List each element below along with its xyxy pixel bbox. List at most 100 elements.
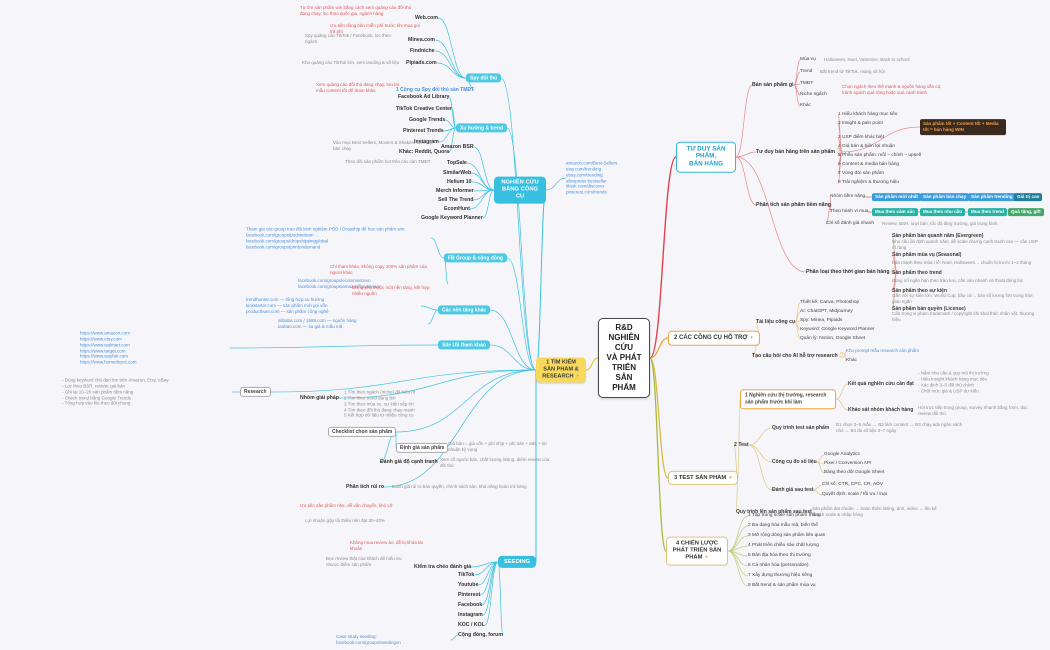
item-evergreen[interactable]: Sản phẩm bán quanh năm (Evergreen)	[892, 233, 983, 239]
topic-nghien-cuu-truoc-test[interactable]: 1 Nghiên cứu thị trường, research sản ph…	[740, 389, 836, 409]
item-usp[interactable]: 3 USP điểm khác biệt	[838, 135, 884, 141]
topic-research[interactable]: Research	[240, 386, 271, 398]
item-khac[interactable]: Khác	[800, 103, 811, 109]
item-ket-qua-nghien-cuu[interactable]: Kết quả nghiên cứu cần đạt	[848, 381, 914, 387]
group-nhom-tiem-nang[interactable]: Nhóm tiềm năng	[830, 194, 865, 200]
item-quyet-dinh[interactable]: Quyết định: scale / tối ưu / loại	[822, 492, 887, 498]
badge-ban-chay[interactable]: Sản phẩm bán chạy	[920, 193, 970, 201]
branch-chien-luoc[interactable]: 4 CHIẾN LƯỢC PHÁT TRIỂN SẢN PHẨM✦	[666, 536, 728, 566]
item-danh-gia-sau-test[interactable]: Đánh giá sau test	[772, 487, 813, 493]
tool-keyword-planner[interactable]: Google Keyword Planner	[421, 215, 483, 222]
tool-facebook-ad-library[interactable]: Facebook Ad Library	[398, 94, 449, 101]
tool-helium10[interactable]: Helium 10	[447, 179, 472, 186]
topic-xu-huong-trend[interactable]: Xu hướng & trend	[456, 123, 508, 133]
topic-len-san-pham-sau-test[interactable]: Quy trình lên sản phẩm sau test	[736, 509, 812, 515]
tool-google-trends[interactable]: Google Trends	[409, 117, 445, 124]
item-insight[interactable]: 2 Insight & pain point	[838, 121, 883, 127]
tool-pipiads[interactable]: Pipiads.com	[406, 60, 437, 67]
item-thiet-ke[interactable]: Thiết kế: Canva, Photoshop	[800, 300, 859, 306]
tool-pixel[interactable]: Pixel / Conversion API	[824, 461, 871, 467]
item-tmdt[interactable]: TMĐT	[800, 81, 813, 87]
tool-sheet[interactable]: Bảng theo dõi Google Sheet	[824, 470, 884, 476]
tool-merch-informer[interactable]: Merch Informer	[436, 188, 474, 195]
group-chi-so-nhanh[interactable]: Chỉ số đánh giá nhanh	[826, 221, 874, 227]
topic-spy-doi-thu[interactable]: Spy đối thủ	[466, 73, 502, 83]
topic-phan-tich-rui-ro[interactable]: Phân tích rủi ro	[346, 484, 384, 491]
tool-analytics[interactable]: Google Analytics	[824, 452, 860, 458]
tool-sell-the-trend[interactable]: Sell The Trend	[438, 197, 473, 204]
link-cong-cu-spy[interactable]: 1 Công cụ Spy đối thủ sàn TMĐT	[396, 87, 474, 93]
branch-test-san-pham[interactable]: 3 TEST SẢN PHẨM✦	[668, 470, 739, 486]
item-da-dang-hoa[interactable]: 2 Đa dạng hóa mẫu mã, biến thể	[748, 523, 818, 529]
topic-phan-tich-tiem-nang[interactable]: Phân tích sản phẩm tiềm năng	[756, 202, 831, 209]
item-thuong-hieu-rieng[interactable]: 7 Xây dựng thương hiệu riêng	[748, 573, 812, 579]
item-chi-so-test[interactable]: Chỉ số: CTR, CPC, CR, AOV	[822, 482, 883, 488]
item-ai[interactable]: AI: ChatGPT, Midjourney	[800, 309, 853, 315]
item-gia-ban[interactable]: 4 Giá bán & biên lợi nhuận	[838, 144, 895, 150]
link-case-study-seeding[interactable]: Case study seeding: facebook.com/groups/…	[336, 634, 451, 646]
badge-gia-tri-cao[interactable]: Giá trị cao	[1014, 193, 1043, 201]
item-cong-cu-do[interactable]: Công cụ đo số liệu	[772, 459, 817, 465]
links-fb-groups-2[interactable]: facebook.com/groups/ecommercevn facebook…	[298, 278, 448, 290]
topic-dinh-gia[interactable]: Định giá sản phẩm	[396, 442, 449, 454]
topic-nhom-giai-phap[interactable]: Nhóm giải pháp	[300, 395, 339, 402]
item-pheu[interactable]: 5 Phễu sản phẩm: mồi – chính – upsell	[838, 153, 921, 159]
topic-checklist[interactable]: Checklist chọn sản phẩm	[328, 426, 397, 438]
branch-tu-duy-san-pham[interactable]: TƯ DUY SẢN PHẨM, BÁN HÀNG	[676, 141, 736, 173]
tool-similarweb[interactable]: SimilarWeb	[443, 170, 471, 177]
seeding-pinterest[interactable]: Pinterest	[458, 592, 480, 599]
tool-tiktok-creative-center[interactable]: TikTok Creative Center	[396, 106, 452, 113]
item-seasonal[interactable]: Sản phẩm mùa vụ (Seasonal)	[892, 252, 961, 258]
badge-theo-trend[interactable]: Mua theo trend	[968, 208, 1007, 216]
badge-qua-tang[interactable]: Quà tặng, gift	[1008, 208, 1044, 216]
topic-nen-tang-khac[interactable]: Các nền tảng khác	[438, 305, 491, 315]
item-spy[interactable]: Spy: Minea, Pipiads	[800, 318, 842, 324]
badge-san-pham-moi[interactable]: Sản phẩm mới nhất	[872, 193, 921, 201]
links-marketplace[interactable]: amazon.com/Best-Sellers etsy.com/trendin…	[566, 160, 628, 195]
item-license[interactable]: Sản phẩm bản quyền (License)	[892, 306, 966, 312]
tool-ecomhunt[interactable]: EcomHunt	[444, 206, 470, 213]
topic-site-us[interactable]: Site US tham khảo	[438, 340, 490, 350]
topic-seeding[interactable]: SEEDING	[498, 555, 537, 569]
item-niche[interactable]: Niche ngách	[800, 92, 827, 98]
item-content-media[interactable]: 6 Content & media bán hàng	[838, 162, 899, 168]
branch-tim-kiem-san-pham[interactable]: 1 TÌM KIẾM SẢN PHẨM & RESEARCH✦	[536, 357, 586, 383]
topic-test[interactable]: 2 Test	[734, 442, 749, 449]
tool-amazon-bsr[interactable]: Amazon BSR	[441, 144, 474, 151]
links-site-us[interactable]: https://www.amazon.com https://www.etsy.…	[80, 330, 230, 365]
tool-khac[interactable]: Khác: Reddit, Quora	[399, 149, 449, 156]
seeding-koc-kol[interactable]: KOC / KOL	[458, 622, 485, 629]
seeding-tiktok[interactable]: TikTok	[458, 572, 474, 579]
links-nguon-hang[interactable]: alibaba.com / 1688.com — nguồn hàng taob…	[278, 318, 428, 330]
item-mua-vu[interactable]: Mùa vụ	[800, 57, 816, 63]
link-prompt-mau[interactable]: Kho prompt mẫu research sản phẩm	[846, 348, 919, 354]
item-quan-ly[interactable]: Quản lý: Notion, Google Sheet	[800, 336, 865, 342]
item-event[interactable]: Sản phẩm theo sự kiện	[892, 288, 947, 294]
links-fb-groups[interactable]: Tham gia các group trao đổi kinh nghiệm …	[246, 226, 431, 249]
tool-minea[interactable]: Minea.com	[408, 37, 435, 44]
topic-canh-tranh[interactable]: Đánh giá độ cạnh tranh	[380, 459, 438, 466]
item-mo-rong-dong[interactable]: 3 Mở rộng dòng sản phẩm liên quan	[748, 533, 825, 539]
topic-kiem-tra-cheo[interactable]: Kiểm tra chéo đánh giá	[414, 564, 471, 571]
item-prompt-khac[interactable]: Khác	[846, 358, 857, 364]
item-trend-product[interactable]: Sản phẩm theo trend	[892, 270, 942, 276]
topic-nghien-cuu-bang-cong-cu[interactable]: NGHIÊN CỨU BẰNG CÔNG CỤ	[494, 176, 546, 204]
callout-cong-thuc-win[interactable]: Sản phẩm tốt + Content tốt + Media tốt =…	[920, 119, 1006, 135]
item-bat-trend[interactable]: 8 Bắt trend & sản phẩm mùa vụ	[748, 583, 815, 589]
badge-trending[interactable]: Sản phẩm trending	[968, 193, 1016, 201]
tool-web-com[interactable]: Web.com	[415, 15, 438, 22]
item-vong-doi[interactable]: 7 Vòng đời sản phẩm	[838, 171, 884, 177]
seeding-cong-dong[interactable]: Cộng đồng, forum	[458, 632, 503, 639]
topic-fb-group[interactable]: FB Group & cộng đồng	[444, 253, 507, 263]
item-quy-trinh-test[interactable]: Quy trình test sản phẩm	[772, 425, 829, 431]
branch-cong-cu-ho-tro[interactable]: 2 CÁC CÔNG CỤ HỖ TRỢ✦	[668, 330, 760, 346]
item-thuong-hieu[interactable]: 8 Trải nghiệm & thương hiệu	[838, 180, 899, 186]
links-nen-tang[interactable]: trendhunter.com — tổng hợp xu hướng kick…	[246, 297, 421, 315]
item-trend[interactable]: Trend	[800, 69, 812, 75]
topic-ban-san-pham-gi[interactable]: Bán sản phẩm gì	[752, 82, 794, 89]
badge-nhu-cau[interactable]: Mua theo nhu cầu	[920, 208, 966, 216]
tool-pinterest-trends[interactable]: Pinterest Trends	[403, 128, 444, 135]
